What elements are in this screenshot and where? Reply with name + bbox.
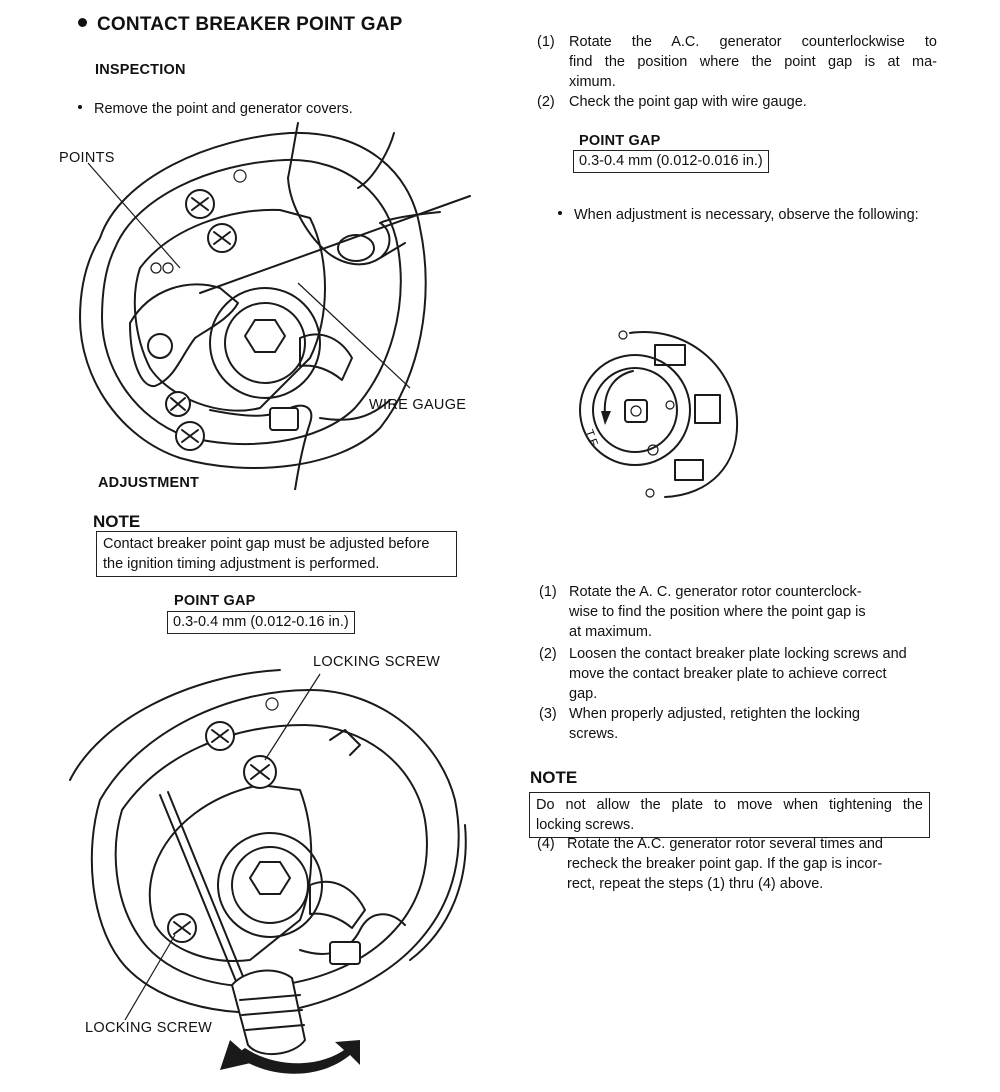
note-box-2: Do not allow the plate to move when tigh… — [529, 792, 930, 838]
adjust-bullet: When adjustment is necessary, observe th… — [558, 205, 919, 225]
rotor-marks: T F — [583, 428, 600, 448]
point-gap-label-1: POINT GAP — [579, 133, 661, 149]
step-2b: (2) Loosen the contact breaker plate loc… — [539, 644, 939, 704]
rotor-illustration: T F — [579, 330, 739, 498]
step-line: Rotate the A.C. generator rotor several … — [567, 836, 883, 852]
point-gap-value-1: 0.3-0.4 mm (0.012-0.016 in.) — [573, 150, 769, 173]
note-line: Do not allow the plate to move when tigh… — [536, 797, 923, 813]
label-points: POINTS — [59, 150, 115, 166]
inspection-bullet: Remove the point and generator covers. — [78, 99, 353, 119]
step-number: (1) — [537, 34, 555, 50]
step-3b: (3) When properly adjusted, retighten th… — [539, 704, 939, 744]
inspection-heading: INSPECTION — [95, 62, 186, 78]
step-line: Rotate the A. C. generator rotor counter… — [569, 584, 862, 600]
label-locking-screw-bottom: LOCKING SCREW — [85, 1020, 213, 1036]
step-line: Check the point gap with wire gauge. — [569, 94, 807, 110]
step-number: (2) — [539, 646, 557, 662]
step-4: (4) Rotate the A.C. generator rotor seve… — [537, 834, 927, 894]
step-2a: (2) Check the point gap with wire gauge. — [537, 92, 937, 112]
point-gap-value-2: 0.3-0.4 mm (0.012-0.16 in.) — [167, 611, 355, 634]
step-line: wise to find the position where the poin… — [569, 604, 866, 620]
step-line: Loosen the contact breaker plate locking… — [569, 646, 907, 662]
step-1b: (1) Rotate the A. C. generator rotor cou… — [539, 582, 919, 642]
note-heading-1: NOTE — [93, 512, 141, 531]
step-line: gap. — [569, 686, 598, 702]
label-wire-gauge: WIRE GAUGE — [369, 397, 467, 413]
bullet-dot — [78, 105, 82, 110]
page-title: CONTACT BREAKER POINT GAP — [78, 14, 402, 36]
label-locking-screw-top: LOCKING SCREW — [313, 654, 441, 670]
step-line: screws. — [569, 726, 619, 742]
note-box-1: Contact breaker point gap must be adjust… — [96, 531, 457, 577]
inspection-illustration — [79, 122, 471, 490]
step-line: Rotate the A.C. generator counterlockwis… — [569, 34, 937, 50]
note-line: the ignition timing adjustment is perfor… — [103, 556, 380, 572]
step-line: rect, repeat the steps (1) thru (4) abov… — [567, 876, 824, 892]
step-number: (1) — [539, 584, 557, 600]
title-bullet — [78, 18, 87, 28]
step-line: recheck the breaker point gap. If the ga… — [567, 856, 883, 872]
step-number: (3) — [539, 706, 557, 722]
note-line: Contact breaker point gap must be adjust… — [103, 536, 430, 552]
step-number: (2) — [537, 94, 555, 110]
step-line: move the contact breaker plate to achiev… — [569, 666, 887, 682]
inspection-bullet-text: Remove the point and generator covers. — [94, 101, 353, 117]
note-heading-2: NOTE — [530, 768, 578, 787]
step-line: at maximum. — [569, 624, 652, 640]
step-line: ximum. — [569, 74, 616, 90]
step-number: (4) — [537, 836, 555, 852]
step-1a: (1) Rotate the A.C. generator counterloc… — [537, 32, 937, 92]
page-title-text: CONTACT BREAKER POINT GAP — [97, 14, 403, 35]
adjustment-heading: ADJUSTMENT — [98, 475, 200, 491]
bullet-dot — [558, 211, 562, 216]
point-gap-label-2: POINT GAP — [174, 593, 256, 609]
note-line: locking screws. — [536, 817, 635, 833]
step-line: When properly adjusted, retighten the lo… — [569, 706, 860, 722]
step-line: find the position where the point gap is… — [569, 54, 937, 70]
adjust-bullet-text: When adjustment is necessary, observe th… — [574, 207, 919, 223]
adjustment-illustration — [69, 669, 467, 1074]
